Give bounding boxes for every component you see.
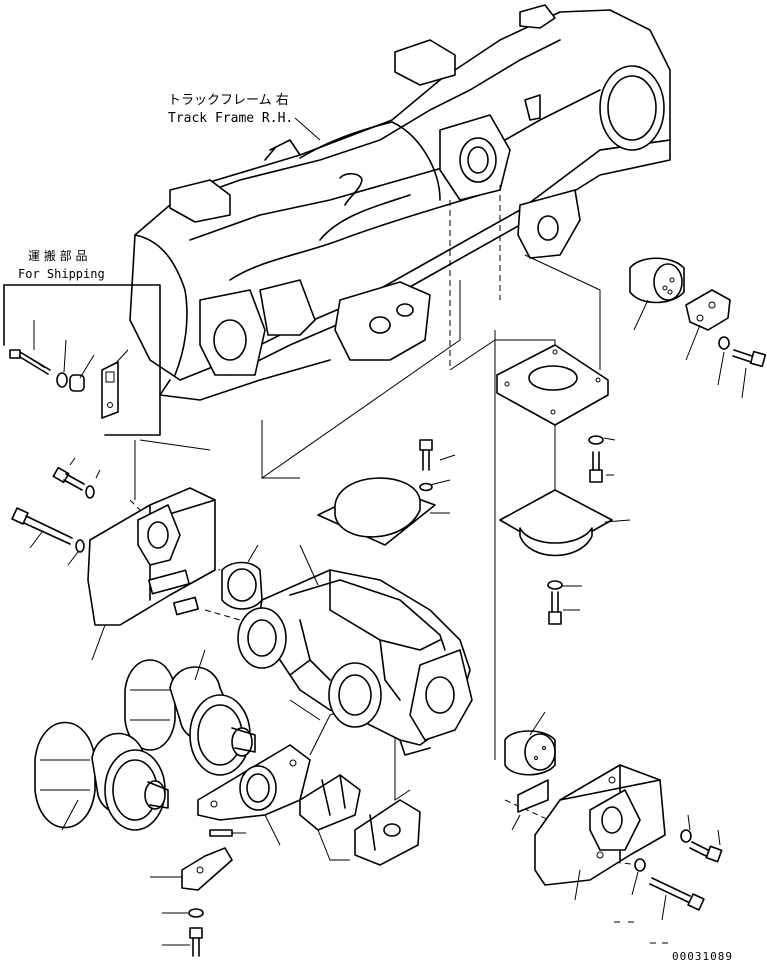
bolt-icon [548, 591, 562, 625]
bolt-icon [649, 877, 705, 911]
track-frame-label-jp: トラックフレーム 右 [168, 93, 289, 108]
guard-icon [87, 487, 216, 626]
shim-plate-icon [517, 779, 549, 813]
bolt-icon [189, 927, 203, 957]
bolt-icon [689, 841, 723, 863]
bolt-icon [52, 466, 85, 491]
washer-icon [588, 435, 604, 445]
link-arm-icon [197, 744, 311, 821]
washer-icon [56, 372, 68, 388]
bolt-icon [732, 349, 767, 368]
bracket-icon [181, 847, 233, 891]
washer-icon [188, 908, 204, 918]
track-frame-icon [129, 4, 671, 401]
bolt-icon [589, 451, 603, 483]
guard-icon [534, 764, 666, 886]
cover-icon [499, 489, 613, 557]
center-frame-casting [237, 569, 473, 756]
roller-icon [34, 721, 169, 831]
pin-icon [209, 829, 233, 837]
shipping-label-en: For Shipping [18, 267, 105, 281]
roller-icon [124, 659, 256, 776]
cap-icon [685, 289, 731, 331]
drawing-number: 00031089 [672, 950, 733, 963]
washer-icon [85, 485, 95, 499]
mounting-plate [496, 344, 609, 426]
washer-icon [718, 336, 730, 350]
dome-cover-icon [317, 477, 436, 546]
washer-icon [547, 580, 563, 590]
wedge-icon [354, 799, 421, 866]
washer-icon [419, 482, 433, 492]
bushing-icon [504, 730, 556, 776]
bracket-icon [101, 361, 119, 419]
washer-icon [75, 539, 85, 553]
bushing-icon [69, 374, 85, 392]
track-frame-label-en: Track Frame R.H. [168, 111, 293, 126]
shipping-label-jp: 運 搬 部 品 [28, 248, 87, 263]
bolt-icon [11, 507, 73, 545]
bolt-icon [9, 349, 51, 375]
wedge-icon [299, 774, 361, 831]
washer-icon [634, 858, 646, 872]
bushing-icon [221, 561, 263, 610]
shipping-box [3, 284, 161, 436]
washer-icon [680, 829, 692, 843]
bushing-icon [629, 257, 685, 304]
bolt-icon [419, 439, 433, 471]
